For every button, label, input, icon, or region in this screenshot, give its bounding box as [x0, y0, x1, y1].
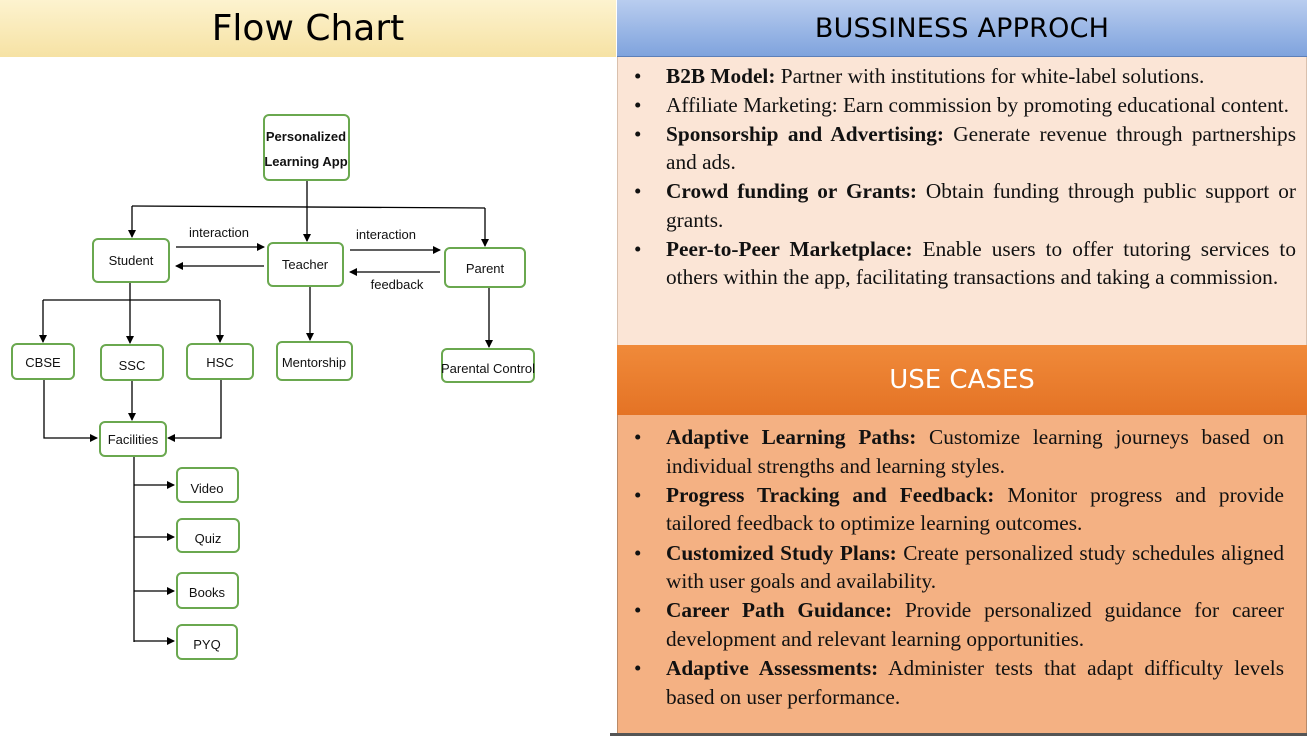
business-approach-body: • B2B Model: Partner with institutions fo… — [617, 57, 1307, 345]
business-approach-item: • Peer-to-Peer Marketplace: Enable users … — [618, 235, 1296, 292]
node-books: Books — [176, 572, 239, 609]
bullet-icon: • — [634, 598, 642, 623]
business-approach-item-text: Obtain funding through public support or… — [666, 179, 1297, 232]
business-approach-item-text: Enable users to offer tutoring services … — [666, 236, 1296, 290]
business-approach-item-heading: B2B Model: — [666, 64, 776, 88]
node-personalized-learning-app: Personalized Learning App — [263, 114, 350, 181]
node-cbse-label: CBSE — [25, 355, 61, 370]
node-quiz: Quiz — [176, 518, 240, 553]
use-cases-title: USE CASES — [889, 365, 1035, 395]
bullet-icon: • — [634, 656, 642, 681]
node-app-line2: Learning App — [264, 154, 347, 169]
bullet-icon: • — [634, 179, 642, 204]
node-quiz-label: Quiz — [195, 531, 222, 546]
node-video: Video — [176, 467, 239, 503]
use-case-item: • Customized Study Plans: Create personal… — [618, 539, 1284, 596]
business-approach-header: BUSSINESS APPROCH — [617, 0, 1307, 57]
node-facilities: Facilities — [99, 421, 167, 457]
edge-label-student-teacher: interaction — [189, 225, 249, 240]
edge-label-parent-teacher: feedback — [371, 277, 424, 292]
use-case-item: • Adaptive Learning Paths: Customize lea… — [618, 423, 1284, 480]
use-case-item-heading: Adaptive Learning Paths: — [666, 425, 917, 449]
node-parental-control-label: Parental Control — [441, 361, 535, 376]
node-ssc-label: SSC — [119, 358, 146, 373]
node-teacher-label: Teacher — [282, 257, 329, 272]
node-hsc: HSC — [186, 343, 254, 380]
flow-chart-panel: interaction interaction feedback Persona… — [0, 57, 616, 738]
use-case-item-text: Customize learning journeys based on ind… — [666, 425, 1284, 478]
right-column: BUSSINESS APPROCH • B2B Model: Partner wi… — [617, 0, 1307, 738]
flow-diagram: interaction interaction feedback Persona… — [11, 114, 535, 660]
bullet-icon: • — [634, 236, 642, 261]
flow-chart-title: Flow Chart — [211, 8, 405, 49]
bullet-icon: • — [634, 121, 642, 146]
node-pyq-label: PYQ — [193, 637, 220, 652]
node-mentorship-label: Mentorship — [282, 355, 346, 370]
node-student-label: Student — [109, 253, 154, 268]
use-case-item: • Career Path Guidance: Provide personal… — [618, 596, 1284, 653]
use-case-item: • Progress Tracking and Feedback: Monitor… — [618, 481, 1284, 538]
edge-cbse-facilities — [43, 380, 98, 442]
bullet-icon: • — [634, 540, 642, 565]
business-approach-item: • Sponsorship and Advertising: Generate r… — [618, 120, 1296, 177]
business-approach-item-heading: Peer-to-Peer Marketplace: — [666, 236, 913, 261]
node-mentorship: Mentorship — [276, 341, 353, 381]
node-ssc: SSC — [100, 344, 164, 381]
node-hsc-label: HSC — [206, 355, 233, 370]
business-approach-item: • Crowd funding or Grants: Obtain fundin… — [618, 177, 1296, 234]
node-pyq: PYQ — [176, 624, 238, 660]
use-case-item-heading: Career Path Guidance: — [666, 598, 893, 623]
use-case-item-text: Create personalized study schedules alig… — [666, 540, 1284, 594]
node-cbse: CBSE — [11, 343, 75, 380]
use-case-item-text: Provide personalized guidance for career… — [666, 598, 1284, 651]
node-video-label: Video — [190, 481, 223, 496]
use-cases-body: • Adaptive Learning Paths: Customize lea… — [617, 415, 1307, 734]
use-case-item-text: Administer tests that adapt difficulty l… — [666, 656, 1284, 709]
flow-chart-header: Flow Chart — [0, 0, 616, 58]
edge-app-bus — [131, 205, 486, 209]
edge-hsc-facilities — [167, 379, 222, 442]
business-approach-item: • Affiliate Marketing: Earn commission b… — [618, 91, 1296, 120]
use-case-item-heading: Progress Tracking and Feedback: — [666, 482, 995, 507]
business-approach-list: • B2B Model: Partner with institutions fo… — [618, 62, 1296, 292]
business-approach-item: • B2B Model: Partner with institutions fo… — [618, 62, 1296, 91]
business-approach-item-text: Affiliate Marketing: Earn commission by … — [666, 92, 1289, 117]
bottom-divider — [610, 733, 1307, 736]
node-parental-control: Parental Control — [441, 348, 535, 383]
business-approach-title: BUSSINESS APPROCH — [814, 12, 1110, 44]
use-case-item-heading: Adaptive Assessments: — [666, 656, 879, 681]
business-approach-item-heading: Crowd funding or Grants: — [666, 179, 917, 204]
use-cases-list: • Adaptive Learning Paths: Customize lea… — [618, 423, 1284, 712]
node-teacher: Teacher — [267, 242, 344, 287]
business-approach-item-text: Partner with institutions for white-labe… — [775, 64, 1205, 88]
bullet-icon: • — [634, 64, 642, 88]
edge-label-teacher-parent: interaction — [356, 227, 416, 242]
node-facilities-label: Facilities — [108, 432, 159, 447]
use-case-item-text: Monitor progress and provide tailored fe… — [666, 482, 1284, 536]
diagram-edges — [39, 180, 493, 645]
node-student: Student — [92, 238, 170, 283]
business-approach-item-heading: Sponsorship and Advertising: — [666, 121, 944, 146]
use-case-item: • Adaptive Assessments: Administer tests … — [618, 654, 1284, 711]
use-cases-header: USE CASES — [617, 345, 1307, 415]
node-app-line1: Personalized — [266, 129, 346, 144]
use-case-item-heading: Customized Study Plans: — [666, 540, 897, 565]
node-parent: Parent — [444, 247, 526, 288]
bullet-icon: • — [634, 92, 642, 117]
bullet-icon: • — [634, 425, 642, 449]
node-books-label: Books — [189, 585, 226, 600]
business-approach-item-text: Generate revenue through partnerships an… — [666, 121, 1296, 175]
node-parent-label: Parent — [466, 261, 505, 276]
bullet-icon: • — [634, 482, 642, 507]
